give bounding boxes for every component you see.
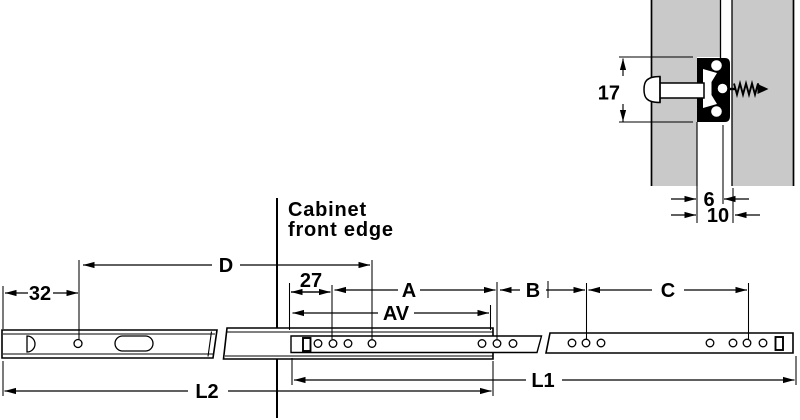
dim-label-B: B: [526, 280, 540, 302]
dim-C: C: [588, 280, 750, 339]
rail-hole: [596, 338, 606, 348]
rail-hole: [705, 338, 715, 348]
dim-27: 27: [288, 270, 333, 339]
mounting-bolt: [643, 75, 705, 104]
rail-hole: [328, 339, 338, 348]
dim-L1: L1: [291, 356, 797, 392]
rail-hole: [728, 338, 738, 348]
dim-label-27: 27: [300, 270, 322, 292]
dim-6: 6: [671, 124, 749, 223]
rail-hole: [367, 339, 377, 348]
dim-label-AV: AV: [383, 303, 410, 325]
dim-label-10: 10: [707, 205, 729, 227]
annotation-line2: front edge: [288, 219, 394, 241]
dim-label-32: 32: [29, 283, 51, 305]
d-shaped-hole: [26, 335, 36, 353]
rail-hole: [313, 339, 323, 348]
rail-hole: [758, 338, 768, 348]
dim-label-D: D: [219, 255, 233, 277]
rail-slot: [302, 337, 312, 352]
dim-L2: L2: [2, 361, 494, 403]
oval-slot: [114, 335, 154, 352]
cabinet-rail: [545, 332, 794, 354]
dim-label-A: A: [402, 280, 416, 302]
rail-hole: [477, 339, 487, 348]
rail-hole: [742, 338, 752, 348]
cabinet-front-edge-annotation: Cabinet front edge: [288, 199, 394, 241]
dim-D: D: [83, 255, 373, 339]
cabinet-side-panel: [731, 0, 795, 186]
dim-AV: AV: [292, 303, 492, 330]
dim-label-17: 17: [598, 83, 620, 105]
dim-17: 17: [598, 56, 693, 123]
slide-assembly: [222, 327, 543, 360]
dim-A: A: [334, 280, 498, 339]
rail-hole: [492, 339, 502, 348]
rail-hole: [508, 339, 518, 348]
cross-section-detail: 17 6 10: [598, 0, 795, 227]
dim-10: 10: [671, 188, 760, 227]
mounting-screw: [729, 79, 769, 99]
rail-slot: [774, 336, 784, 351]
annotation-line1: Cabinet: [288, 199, 367, 221]
profile-cavity: [703, 69, 717, 108]
dim-label-6: 6: [703, 189, 714, 211]
screw-tip: [757, 84, 769, 94]
slide-profile-section: [697, 58, 730, 122]
rail-hole: [343, 339, 353, 348]
main-elevation: Cabinet front edge: [1, 198, 797, 418]
screw-hole: [717, 83, 728, 94]
drawer-rail: [290, 335, 543, 354]
dim-B: B: [500, 280, 588, 339]
dim-label-L2: L2: [195, 381, 218, 403]
dim-32: 32: [2, 260, 80, 339]
rear-rail: [1, 329, 218, 359]
ball-bearing-bottom: [711, 106, 722, 117]
dim-label-C: C: [661, 280, 675, 302]
mounting-hole: [73, 338, 83, 349]
rail-hole: [567, 338, 577, 348]
dim-label-L1: L1: [531, 370, 554, 392]
ball-bearing-top: [711, 60, 722, 71]
rail-hole: [581, 338, 591, 348]
